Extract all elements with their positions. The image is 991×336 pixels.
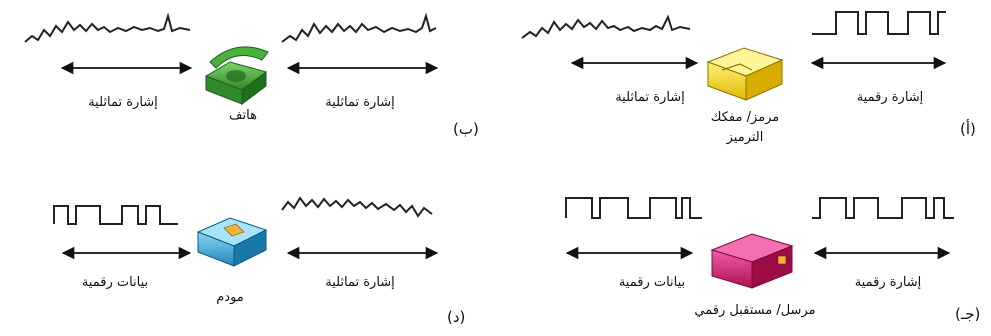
analog-signal-wave xyxy=(521,14,691,39)
digital-signal-wave xyxy=(53,205,178,225)
telephone-icon xyxy=(204,46,269,105)
transceiver-icon xyxy=(710,233,794,289)
device-label: هاتف xyxy=(229,108,257,123)
signal-label: بيانات رقمية xyxy=(81,275,149,290)
digital-signal-wave xyxy=(812,11,946,35)
signal-label: إشارة تماثلية xyxy=(325,275,395,290)
device-label: مرمز/ مفكك xyxy=(710,110,780,125)
panel-b xyxy=(24,12,439,105)
panel-c xyxy=(565,197,954,289)
analog-signal-wave xyxy=(281,196,433,218)
signal-label: إشارة تماثلية xyxy=(325,95,395,110)
panel-d xyxy=(53,196,439,267)
signal-label: إشارة تماثلية xyxy=(615,90,685,105)
digital-signal-wave xyxy=(812,197,954,219)
device-label: مرسل/ مستقبل رقمي xyxy=(694,303,816,318)
digital-signal-wave xyxy=(565,197,702,219)
panel-letter: (جـ) xyxy=(955,305,981,323)
signal-label: بيانات رقمية xyxy=(618,275,686,290)
device-label: مودم xyxy=(216,290,244,305)
panel-letter: (أ) xyxy=(960,120,976,138)
signal-label: إشارة رقمية xyxy=(854,275,922,290)
signal-label: إشارة تماثلية xyxy=(88,95,158,110)
analog-signal-wave xyxy=(281,12,437,43)
device-label-line2: الترميز xyxy=(726,130,764,145)
panel-a xyxy=(521,11,947,101)
modem-icon xyxy=(196,217,268,267)
panel-letter: (د) xyxy=(447,308,466,326)
codec-device-icon xyxy=(706,47,784,101)
panel-letter: (ب) xyxy=(453,120,479,138)
analog-signal-wave xyxy=(24,12,191,43)
signal-label: إشارة رقمية xyxy=(856,90,924,105)
